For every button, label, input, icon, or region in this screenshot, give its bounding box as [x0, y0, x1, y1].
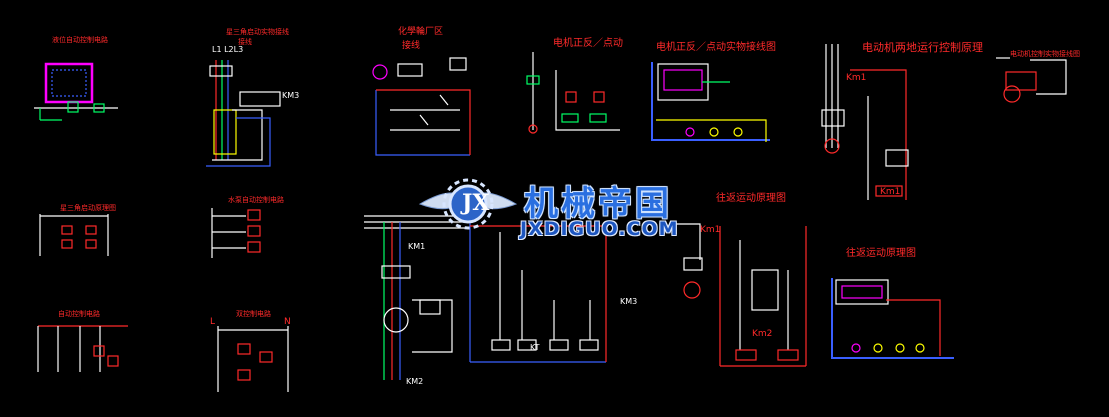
title-reciprocating-2: 往返运动原理图	[846, 248, 916, 259]
label-km2-center: KM2	[406, 377, 424, 386]
label-km1-two-location: Km1	[880, 187, 901, 197]
panel-pump-auto	[211, 208, 261, 258]
title-motor-control-wiring: 电动机控制实物接线图	[1010, 50, 1080, 58]
panel-motor-fwd-rev-wiring	[651, 62, 770, 142]
panel-reciprocating-principle	[670, 223, 807, 367]
panel-factory-wiring	[372, 57, 471, 156]
watermark-chinese: 机械帝国	[524, 184, 672, 224]
panel-reciprocating-wiring	[831, 278, 954, 359]
label-km1-recip: Km1	[700, 225, 721, 235]
panel-auto-control	[37, 325, 128, 372]
watermark: JX 机械帝国 JXDIGUO.COM	[428, 172, 718, 248]
panel-motor-control-wiring	[996, 57, 1067, 103]
title-factory-sub: 接线	[402, 41, 421, 51]
label-km2-recip: Km2	[752, 329, 773, 339]
label-km3-center: KM3	[620, 297, 638, 306]
label-km1-top: Km1	[846, 73, 867, 83]
label-l-dual: L	[210, 317, 216, 327]
panel-star-delta-wiring	[206, 60, 281, 167]
panel-star-delta-principle	[39, 214, 109, 256]
label-kt-center: KT	[530, 343, 540, 352]
panel-liquid-level	[34, 62, 118, 121]
panel-central-star-delta	[364, 215, 607, 380]
title-two-location: 电动机两地运行控制原理	[862, 41, 983, 54]
title-motor-fwd-rev: 电机正反／点动	[553, 38, 623, 49]
title-factory: 化學輪厂区	[398, 27, 444, 37]
title-reciprocating-1: 往返运动原理图	[716, 193, 786, 204]
label-n-dual: N	[284, 317, 291, 327]
panel-two-location-control	[821, 44, 909, 200]
watermark-logo-graphic	[418, 178, 518, 230]
label-l1l2l3: L1 L2L3	[212, 45, 244, 54]
title-pump-auto: 水泵自动控制电路	[228, 196, 284, 204]
title-dual-control: 双控制电路	[236, 310, 271, 318]
watermark-domain: JXDIGUO.COM	[520, 218, 679, 240]
title-star-delta-wiring: 星三角启动实物接线	[226, 28, 289, 36]
title-star-delta-wiring-sub: 接线	[238, 38, 252, 46]
label-km1-center: KM1	[408, 242, 426, 251]
panel-motor-fwd-rev	[526, 52, 620, 134]
title-star-delta-principle: 星三角启动原理图	[60, 204, 116, 212]
title-liquid-level: 液位自动控制电路	[52, 36, 108, 44]
title-auto-control: 自动控制电路	[58, 310, 100, 318]
panel-dual-control	[217, 326, 289, 392]
label-km3-wiring: KM3	[282, 91, 300, 100]
watermark-logo-text: JX	[462, 190, 490, 216]
title-motor-wiring: 电机正反／点动实物接线图	[656, 42, 776, 53]
